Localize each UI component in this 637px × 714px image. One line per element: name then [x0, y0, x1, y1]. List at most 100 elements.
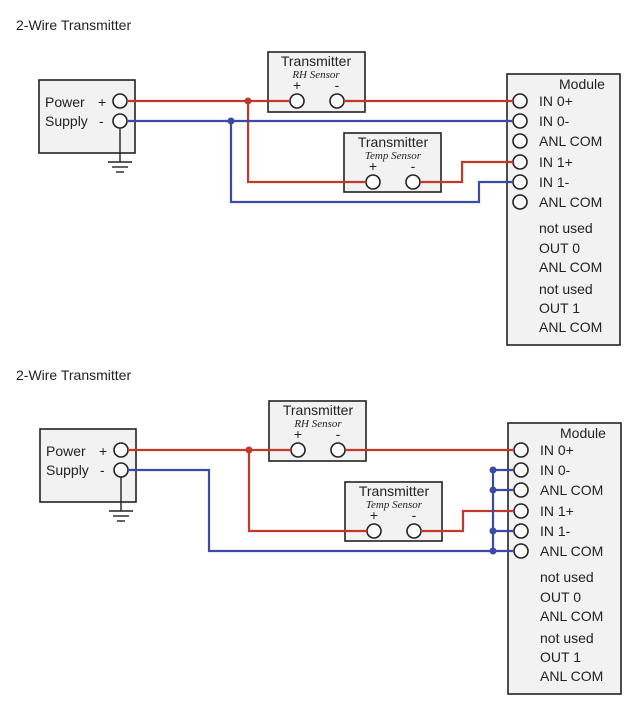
wire-positive: [421, 509, 514, 533]
power-supply-label-line1: Power: [45, 94, 85, 110]
module-terminal-in1-plus: [513, 503, 529, 519]
module-terminal-in0-minus: [512, 113, 528, 129]
transmitter-temp-minus-terminal: [406, 523, 422, 539]
power-plus-sign: +: [99, 443, 107, 459]
module-terminal-in0-plus: [513, 442, 529, 458]
junction-dot: [244, 97, 252, 105]
transmitter-temp: Transmitter Temp Sensor + -: [343, 132, 442, 193]
transmitter-rh-subtitle: RH Sensor: [291, 69, 340, 81]
module-title: Module: [560, 425, 606, 441]
transmitter-temp-subtitle: Temp Sensor: [365, 150, 422, 162]
module-terminal-in1-plus: [512, 154, 528, 170]
module-extra-label: OUT 0: [540, 589, 581, 605]
module-extra-label: ANL COM: [539, 319, 602, 335]
transmitter-temp: Transmitter Temp Sensor + -: [344, 481, 443, 542]
transmitter-temp-plus-terminal: [366, 523, 382, 539]
transmitter-rh: Transmitter RH Sensor + -: [268, 400, 367, 462]
module-extra-label: OUT 1: [540, 649, 581, 665]
wire-positive: [420, 160, 513, 184]
power-supply: Power Supply + -: [39, 428, 137, 522]
junction-dot: [489, 486, 497, 494]
module-terminal-label: IN 1+: [539, 154, 573, 170]
module-extra-label: ANL COM: [540, 608, 603, 624]
module-extra-label: OUT 0: [539, 240, 580, 256]
transmitter-rh-plus-terminal: [290, 442, 306, 458]
transmitter-rh-minus-terminal: [329, 93, 345, 109]
module-extra-label: OUT 1: [539, 300, 580, 316]
module-terminal-label: IN 1-: [540, 523, 571, 539]
transmitter-temp-plus-sign: +: [369, 158, 377, 174]
power-plus-terminal: [112, 93, 128, 109]
power-minus-terminal: [112, 113, 128, 129]
transmitter-temp-minus-sign: -: [411, 158, 416, 174]
transmitter-rh-plus-terminal: [289, 93, 305, 109]
power-minus-sign: -: [99, 113, 104, 129]
diagram-1: 2-Wire Transmitter Power Supply + - Tran…: [16, 17, 621, 346]
power-minus-sign: -: [100, 462, 105, 478]
module-terminal-in1-minus: [512, 174, 528, 190]
diagram-2: 2-Wire Transmitter Power Supply + - Tran…: [16, 367, 622, 695]
module-terminal-in1-minus: [513, 523, 529, 539]
junction-dot: [489, 527, 497, 535]
module-terminal-anl-com-1: [512, 133, 528, 149]
ground-icon: [108, 128, 132, 173]
transmitter-temp-title: Transmitter: [359, 483, 430, 499]
transmitter-rh-plus-sign: +: [294, 426, 302, 442]
module-terminal-label: IN 0-: [539, 113, 570, 129]
power-plus-sign: +: [98, 94, 106, 110]
module-terminal-anl-com-2: [513, 543, 529, 559]
module-terminal-anl-com-1: [513, 482, 529, 498]
module-terminal-label: ANL COM: [539, 133, 602, 149]
transmitter-temp-subtitle: Temp Sensor: [366, 499, 423, 511]
junction-dot: [489, 466, 497, 474]
transmitter-temp-minus-terminal: [405, 174, 421, 190]
transmitter-temp-plus-terminal: [365, 174, 381, 190]
ground-icon: [109, 477, 133, 522]
transmitter-rh-title: Transmitter: [283, 402, 354, 418]
module-terminal-in0-plus: [512, 93, 528, 109]
transmitter-rh-minus-terminal: [330, 442, 346, 458]
wires: [128, 446, 514, 555]
transmitter-rh-minus-sign: -: [335, 77, 340, 93]
transmitter-temp-title: Transmitter: [358, 134, 429, 150]
wire-negative: [229, 121, 513, 204]
power-plus-terminal: [113, 442, 129, 458]
transmitter-rh-title: Transmitter: [281, 53, 352, 69]
power-supply-label-line2: Supply: [45, 113, 88, 129]
junction-dot: [245, 446, 253, 454]
transmitter-rh-subtitle: RH Sensor: [293, 418, 342, 430]
power-supply-label-line2: Supply: [46, 462, 89, 478]
power-supply-label-line1: Power: [46, 443, 86, 459]
module-terminal-label: ANL COM: [539, 194, 602, 210]
module-terminal-label: IN 1-: [539, 174, 570, 190]
transmitter-temp-plus-sign: +: [370, 507, 378, 523]
wire-positive: [246, 101, 366, 184]
transmitter-rh: Transmitter RH Sensor + -: [267, 51, 366, 113]
power-minus-terminal: [113, 462, 129, 478]
module-terminal-label: IN 0-: [540, 462, 571, 478]
junction-dot: [227, 117, 235, 125]
module: Module IN 0+ IN 0- ANL COM IN 1+ IN 1- A…: [507, 422, 622, 695]
module-terminal-label: IN 1+: [540, 503, 574, 519]
module-extra-label: not used: [539, 281, 593, 297]
module-extra-label: not used: [539, 220, 593, 236]
power-supply: Power Supply + -: [38, 79, 136, 173]
module-extra-label: not used: [540, 569, 594, 585]
module-terminal-label: ANL COM: [540, 482, 603, 498]
module-terminal-in0-minus: [513, 462, 529, 478]
wire-positive: [247, 450, 367, 533]
module-extra-label: not used: [540, 630, 594, 646]
transmitter-rh-minus-sign: -: [336, 426, 341, 442]
module-terminal-label: ANL COM: [540, 543, 603, 559]
wire-negative: [128, 468, 514, 553]
module-terminal-label: IN 0+: [540, 442, 574, 458]
wires: [127, 97, 513, 204]
module-title: Module: [559, 76, 605, 92]
module-terminal-anl-com-2: [512, 194, 528, 210]
diagram-title: 2-Wire Transmitter: [16, 367, 131, 383]
module-extra-label: ANL COM: [539, 259, 602, 275]
module: Module IN 0+ IN 0- ANL COM IN 1+ IN 1- A…: [506, 73, 621, 346]
transmitter-temp-minus-sign: -: [412, 507, 417, 523]
diagram-title: 2-Wire Transmitter: [16, 17, 131, 33]
